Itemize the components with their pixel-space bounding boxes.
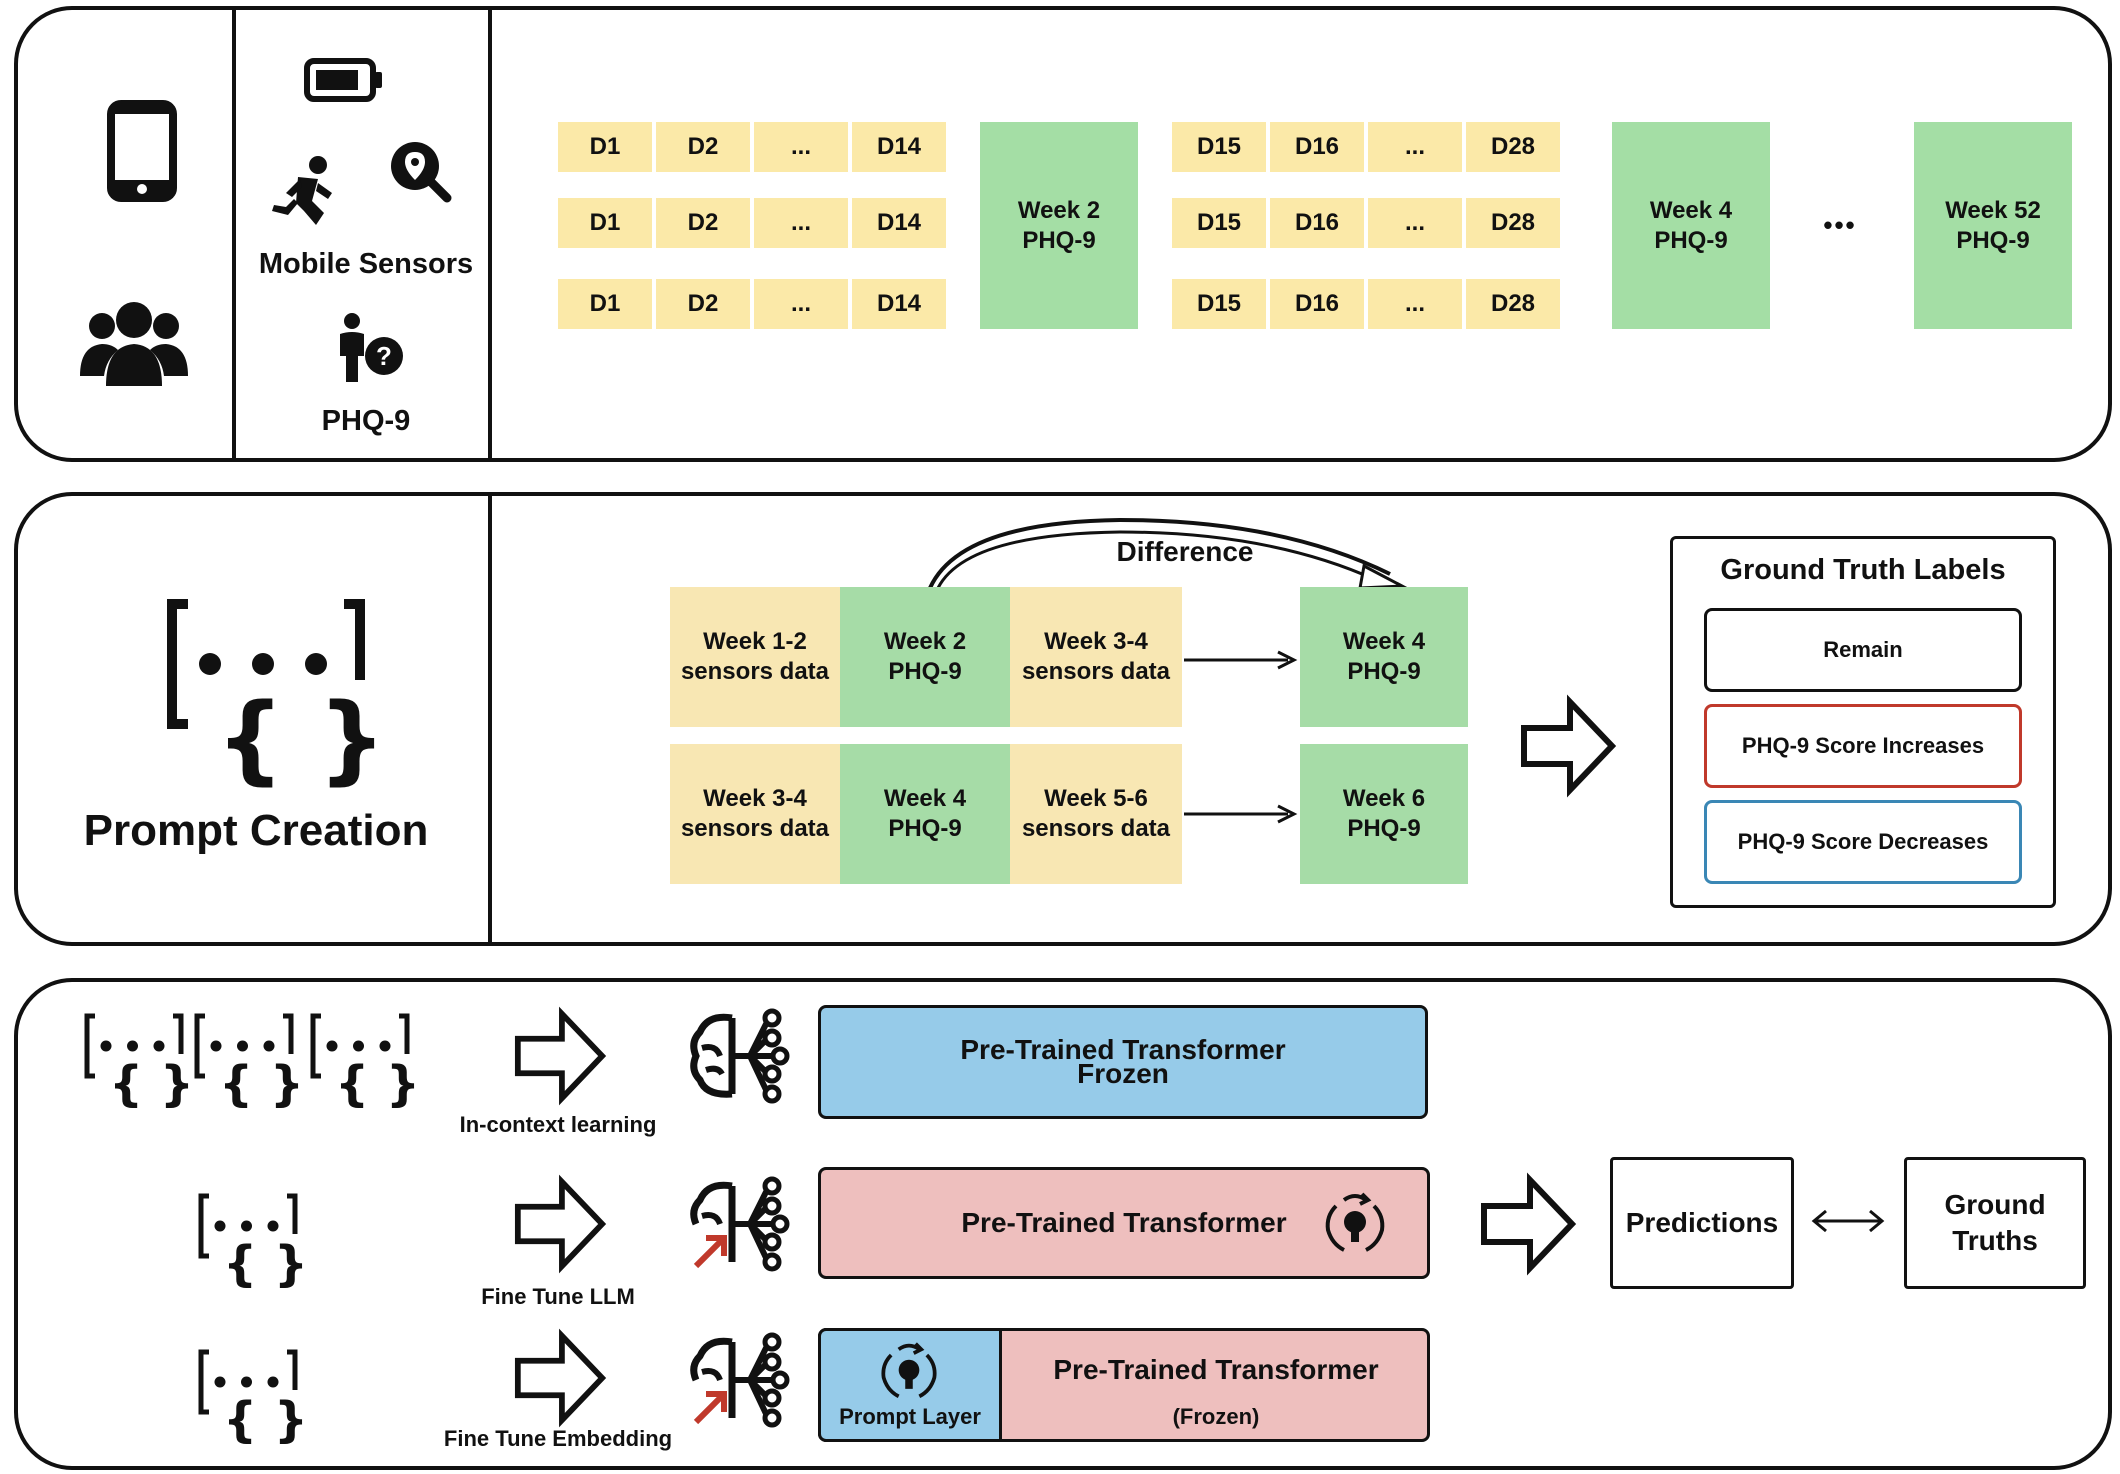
ground-truths-box: Ground Truths [1904,1157,2086,1289]
svg-text:{ }: { } [109,1056,194,1112]
day-cell: D16 [1270,198,1364,248]
prompt-brackets-icon: { } [194,1013,304,1112]
prompt-brackets-icon: { } [167,599,386,795]
embedding-transformer-title: Pre-Trained Transformer [1053,1354,1379,1385]
svg-text:{ }: { } [216,683,386,795]
day-cell: D1 [558,279,652,329]
row2-arrow [1184,804,1298,824]
running-icon [272,156,332,225]
frozen-transformer-title: Pre-Trained Transformer [960,1034,1286,1065]
target-phq9-block: Week 4 PHQ-9 [1300,587,1468,727]
to-predictions-arrow [1481,1172,1577,1276]
day-cell: D16 [1270,279,1364,329]
sensor-data-block: Week 1-2 sensors data [670,587,840,727]
label-score-increases: PHQ-9 Score Increases [1704,704,2022,788]
day-cell: D2 [656,198,750,248]
brain-network-trainable-icon [690,1176,790,1272]
phq9-label: PHQ-9 [321,405,411,437]
battery-icon [304,58,382,102]
sensor-data-block: Week 5-6 sensors data [1010,744,1182,884]
day-cell: D2 [656,122,750,172]
prompt-brackets-icon: { } [84,1013,194,1112]
brain-network-trainable-icon [690,1332,790,1428]
prompt-brackets-icon: { } [198,1193,308,1292]
sensor-data-block: Week 3-4 sensors data [670,744,840,884]
day-cell: ... [1368,198,1462,248]
location-search-icon [391,142,452,203]
target-phq9-block: Week 6 PHQ-9 [1300,744,1468,884]
trainable-lightbulb-icon [1325,1192,1385,1252]
prompt-brackets-icon: { } [310,1013,420,1112]
day-cell: ... [754,122,848,172]
svg-text:{ }: { } [219,1056,304,1112]
phq9-block: Week 2 PHQ-9 [840,587,1010,727]
day-cell: D28 [1466,122,1560,172]
day-cell: D15 [1172,122,1266,172]
panel1-divider-right [488,8,492,460]
day-cell: ... [754,198,848,248]
embedding-transformer-frozen: (Frozen) [1172,1404,1260,1429]
label-score-decreases: PHQ-9 Score Decreases [1704,800,2022,884]
prompt-layer-lightbulb-icon [881,1342,937,1399]
fine-tune-llm-label: Fine Tune LLM [481,1284,635,1309]
day-cell: D1 [558,122,652,172]
ground-truth-labels-title: Ground Truth Labels [1720,554,2006,586]
timeline-ellipsis: ••• [1823,210,1857,240]
day-cell: D28 [1466,279,1560,329]
week52-phq9-block: Week 52 PHQ-9 [1914,122,2072,329]
svg-text:?: ? [376,341,392,371]
panel1-divider-left [232,8,236,460]
day-cell: D16 [1270,122,1364,172]
day-cell: D15 [1172,279,1266,329]
svg-text:{ }: { } [223,1236,308,1292]
phq9-block: Week 4 PHQ-9 [840,744,1010,884]
frozen-transformer-box: Pre-Trained Transformer Frozen [818,1005,1428,1119]
svg-text:{ }: { } [335,1056,420,1112]
frozen-transformer-subtitle: Frozen [1077,1058,1169,1089]
difference-label: Difference [1116,536,1254,567]
day-cell: D2 [656,279,750,329]
mobile-sensors-label: Mobile Sensors [258,248,474,280]
prompt-brackets-icon: { } [198,1349,308,1448]
brain-network-icon [690,1008,790,1104]
to-labels-arrow [1521,694,1617,798]
day-cell: ... [754,279,848,329]
finetune-transformer-box: Pre-Trained Transformer [818,1167,1430,1279]
person-question-icon: ? [340,313,403,382]
day-cell: D14 [852,198,946,248]
prompt-creation-title: Prompt Creation [83,806,429,855]
fine-tune-llm-arrow [514,1174,607,1274]
smartphone-icon [107,100,177,202]
row1-arrow [1184,650,1298,670]
panel2-divider [488,494,492,944]
week4-phq9-block: Week 4 PHQ-9 [1612,122,1770,329]
users-icon [80,302,188,386]
day-cell: ... [1368,279,1462,329]
day-cell: D28 [1466,198,1560,248]
day-cell: ... [1368,122,1462,172]
day-cell: D1 [558,198,652,248]
day-cell: D14 [852,279,946,329]
day-cell: D15 [1172,198,1266,248]
predictions-box: Predictions [1610,1157,1794,1289]
fine-tune-embedding-arrow [514,1328,607,1428]
in-context-arrow [514,1006,607,1106]
week2-phq9-block: Week 2 PHQ-9 [980,122,1138,329]
label-remain: Remain [1704,608,2022,692]
compare-double-arrow [1811,1209,1885,1233]
finetune-transformer-title: Pre-Trained Transformer [961,1207,1287,1238]
prompt-layer-label: Prompt Layer [839,1404,981,1429]
fine-tune-embedding-label: Fine Tune Embedding [443,1426,673,1451]
sensor-data-block: Week 3-4 sensors data [1010,587,1182,727]
in-context-learning-label: In-context learning [459,1112,657,1137]
svg-text:{ }: { } [223,1392,308,1448]
day-cell: D14 [852,122,946,172]
